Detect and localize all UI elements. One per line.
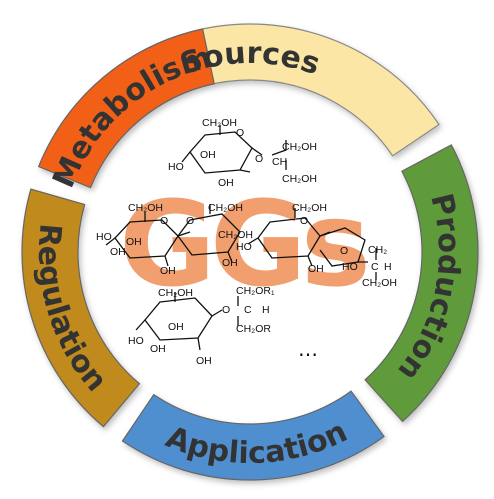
- chem-label: CH₂OR: [236, 323, 271, 335]
- chem-label: CH₂OH: [218, 229, 253, 241]
- chem-label: OH: [110, 246, 126, 258]
- chem-label: C: [371, 261, 379, 273]
- chem-label: CH: [272, 156, 287, 168]
- chem-label: CH₂OH: [282, 173, 317, 185]
- chem-label: CH₂OH: [282, 141, 317, 153]
- chem-label: HO: [168, 161, 184, 173]
- chem-label: HO: [236, 241, 252, 253]
- chem-label: O: [340, 245, 348, 257]
- chem-label: OH: [196, 355, 212, 367]
- chem-label: OH: [150, 343, 166, 355]
- chem-label: O: [186, 215, 194, 227]
- chem-label: H: [262, 304, 270, 316]
- center-label: GGs: [119, 175, 366, 313]
- chem-label: OH: [308, 263, 324, 275]
- chem-label: O: [300, 215, 308, 227]
- segment-label-production: Production: [391, 190, 467, 387]
- chem-label: CH₂OH: [158, 287, 193, 299]
- chem-label: CH₂OH: [202, 117, 237, 129]
- ellipsis: …: [298, 337, 318, 361]
- chem-label: HO: [96, 231, 112, 243]
- chem-label: CH₂OH: [208, 202, 243, 214]
- middle-ring-far-right: [319, 227, 366, 267]
- chem-label: CH₂OH: [362, 277, 397, 289]
- chem-label: O: [236, 127, 244, 139]
- chem-label: C: [244, 304, 252, 316]
- chem-label: OH: [126, 236, 142, 248]
- segment-production: [364, 144, 479, 423]
- chem-label: OH: [222, 257, 238, 269]
- chem-label: CH₂: [368, 244, 387, 256]
- chem-label: CH₂OR₁: [236, 285, 275, 297]
- chem-label: OH: [200, 149, 216, 161]
- segment-metabolism: [37, 28, 215, 189]
- chem-label: CH₂OH: [128, 202, 163, 214]
- chem-label: HO: [342, 261, 358, 273]
- chem-label: OH: [160, 265, 176, 277]
- chem-label: H: [384, 261, 392, 273]
- chemical-structures: [105, 125, 377, 351]
- segment-application: [121, 390, 385, 481]
- chem-label: OH: [168, 321, 184, 333]
- chem-label: OH: [218, 177, 234, 189]
- segment-regulation: [21, 188, 141, 428]
- chem-label: O: [160, 215, 168, 227]
- chemical-labels: CH₂OH O OH HO OH O CH₂OH CH CH₂OH CH₂OH …: [96, 117, 397, 367]
- chem-label: O: [255, 153, 263, 165]
- chem-label: CH₂OH: [292, 202, 327, 214]
- chem-label: O: [222, 304, 230, 316]
- chem-label: HO: [128, 335, 144, 347]
